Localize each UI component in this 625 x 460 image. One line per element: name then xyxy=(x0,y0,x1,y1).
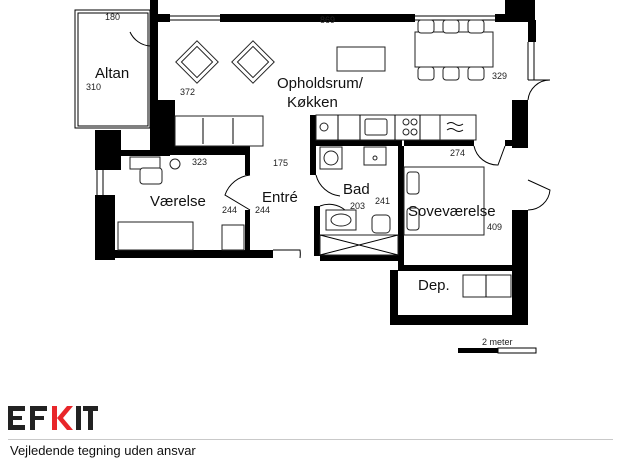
efit-logo xyxy=(8,406,98,430)
room-labels: Altan Opholdsrum/ Køkken Værelse Entré B… xyxy=(95,65,496,294)
room-entre: Entré xyxy=(262,189,298,206)
room-vaerelse: Værelse xyxy=(150,193,206,210)
dim-180: 180 xyxy=(105,12,120,22)
depot-shelf xyxy=(462,274,512,298)
scale-label: 2 meter xyxy=(482,337,513,347)
doors xyxy=(129,22,551,259)
dim-310: 310 xyxy=(86,82,101,92)
dim-241: 241 xyxy=(375,196,390,206)
balcony-outline xyxy=(74,9,151,129)
dim-244-entre: 244 xyxy=(255,205,270,215)
scale-bar: 2 meter xyxy=(458,337,537,354)
armchair-left xyxy=(175,40,219,84)
walls xyxy=(95,0,536,325)
coffee-table xyxy=(336,46,386,72)
room-dep: Dep. xyxy=(418,277,450,294)
fan-icon xyxy=(319,122,329,132)
dim-244-vaerelse: 244 xyxy=(222,205,237,215)
kitchen-sink xyxy=(364,118,388,136)
room-sovevaerelse: Soveværelse xyxy=(408,203,496,220)
dim-869: 869 xyxy=(320,15,335,25)
dim-274: 274 xyxy=(450,148,465,158)
furniture xyxy=(117,19,512,298)
disclaimer-text: Vejledende tegning uden ansvar xyxy=(10,443,196,458)
dim-409: 409 xyxy=(487,222,502,232)
dimension-labels: 180 869 310 372 329 323 175 274 244 244 … xyxy=(86,12,507,232)
armchair-right xyxy=(231,40,275,84)
wardrobe xyxy=(221,224,245,251)
room-bad: Bad xyxy=(343,181,370,198)
footer-divider xyxy=(8,439,613,440)
desk xyxy=(129,156,161,170)
dining-table xyxy=(414,31,494,68)
dim-329: 329 xyxy=(492,71,507,81)
room-altan: Altan xyxy=(95,65,129,82)
dim-203: 203 xyxy=(350,201,365,211)
sofa xyxy=(174,115,264,147)
toilet xyxy=(371,214,391,234)
desk-chair xyxy=(139,167,163,185)
dim-372: 372 xyxy=(180,87,195,97)
room-opholdsrum-line1: Opholdsrum/ xyxy=(277,75,364,92)
dim-175: 175 xyxy=(273,158,288,168)
dim-323: 323 xyxy=(192,157,207,167)
dining-chairs xyxy=(417,19,485,81)
bed-small xyxy=(117,221,194,251)
room-opholdsrum-line2: Køkken xyxy=(287,94,338,111)
kitchen-counter xyxy=(315,114,477,141)
